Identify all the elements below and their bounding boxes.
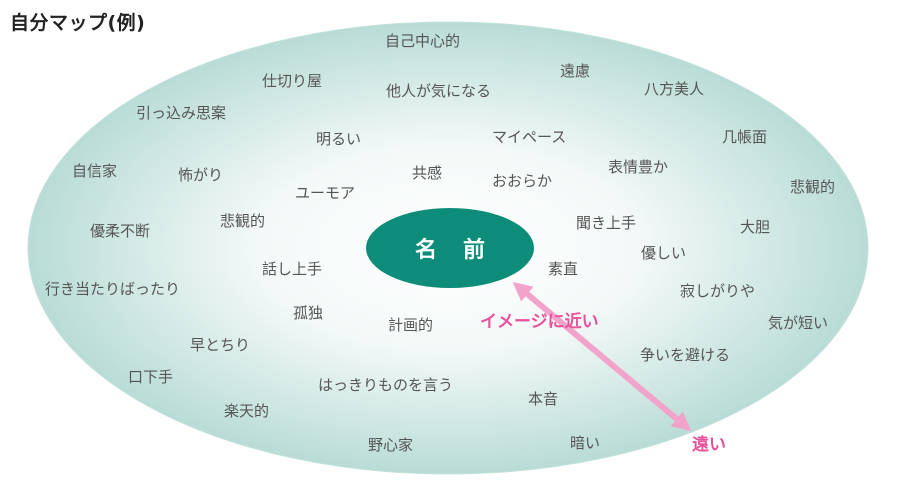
trait-label: 行き当たりばったり (45, 280, 181, 298)
trait-label: 孤独 (293, 304, 324, 322)
trait-label: 大胆 (740, 218, 771, 236)
trait-label: 自己中心的 (385, 32, 461, 50)
trait-label: 寂しがりや (680, 282, 756, 300)
trait-label: 聞き上手 (576, 214, 637, 232)
trait-label: 悲観的 (220, 212, 266, 230)
trait-label: 仕切り屋 (262, 72, 323, 90)
trait-label: 怖がり (178, 166, 224, 184)
trait-label: 計画的 (388, 316, 434, 334)
trait-label: 共感 (412, 164, 443, 182)
trait-label: 自信家 (72, 162, 118, 180)
distance-arrow (512, 281, 692, 432)
trait-label: 他人が気になる (386, 82, 492, 100)
trait-label: 八方美人 (644, 80, 705, 98)
trait-label: 几帳面 (722, 128, 768, 146)
center-ellipse (366, 208, 534, 288)
trait-label: 争いを避ける (640, 346, 731, 364)
trait-label: 表情豊か (608, 158, 669, 176)
trait-label: 優しい (641, 244, 687, 262)
trait-label: 楽天的 (224, 402, 270, 420)
trait-label: 優柔不断 (90, 222, 151, 240)
trait-label: 暗い (570, 434, 601, 452)
trait-label: はっきりものを言う (318, 376, 454, 394)
trait-label: 明るい (316, 130, 362, 148)
trait-label: 悲観的 (790, 178, 836, 196)
center-name-label: 名前 (414, 238, 511, 263)
trait-label: 野心家 (368, 436, 414, 454)
near-image-label: イメージに近い (480, 312, 599, 332)
trait-label: 話し上手 (262, 260, 323, 278)
trait-label: 遠慮 (560, 62, 591, 80)
trait-label: 本音 (528, 390, 559, 408)
trait-label: 素直 (548, 260, 579, 278)
trait-label: 気が短い (768, 314, 829, 332)
trait-label: 引っ込み思案 (136, 104, 227, 122)
trait-label: 早とちり (190, 336, 251, 354)
page-title: 自分マップ(例) (10, 12, 146, 34)
trait-label: 口下手 (128, 368, 174, 386)
trait-label: おおらか (492, 172, 553, 190)
trait-label: マイペース (492, 128, 567, 146)
far-label: 遠い (692, 435, 726, 455)
trait-label: ユーモア (295, 184, 356, 202)
